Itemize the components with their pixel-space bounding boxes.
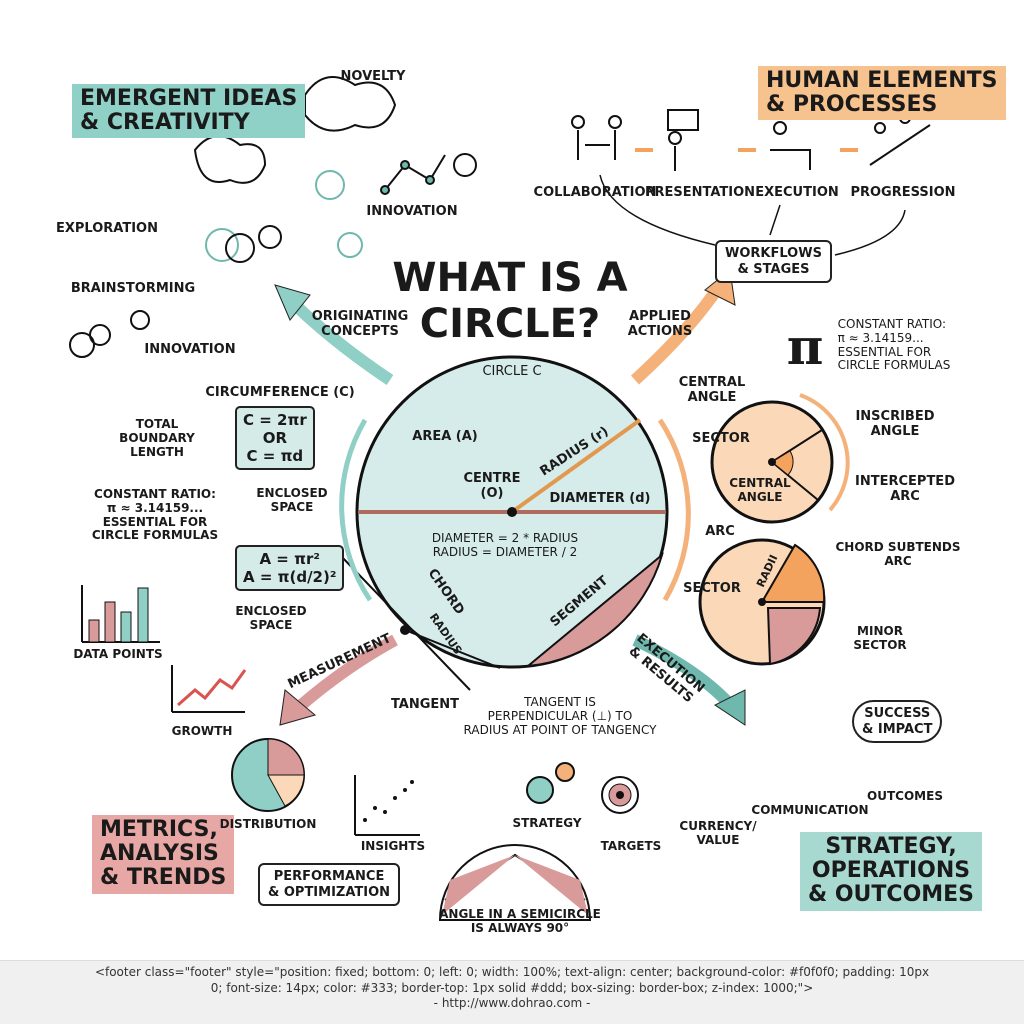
tangent-line xyxy=(339,554,471,691)
label-area: AREA (A) xyxy=(412,429,478,444)
label-collaboration: COLLABORATION xyxy=(533,185,657,200)
label-central-angle: CENTRAL ANGLE xyxy=(678,375,746,405)
label-progression: PROGRESSION xyxy=(850,185,956,200)
label-diameter: DIAMETER (d) xyxy=(549,491,651,506)
label-central-angle-inner: CENTRAL ANGLE xyxy=(729,476,791,504)
label-novelty: NOVELTY xyxy=(340,69,406,84)
label-intercepted-arc: INTERCEPTED ARC xyxy=(855,474,955,504)
radius-line xyxy=(510,418,642,514)
section-strategy: STRATEGY, OPERATIONS & OUTCOMES xyxy=(800,832,983,911)
label-execution: EXECUTION xyxy=(755,185,839,200)
section-emergent-ideas: EMERGENT IDEAS & CREATIVITY xyxy=(72,84,306,139)
right-constant-ratio: CONSTANT RATIO: π ≈ 3.14159... ESSENTIAL… xyxy=(837,317,951,373)
arrow-label-originating: ORIGINATING CONCEPTS xyxy=(311,309,409,339)
label-circumference: CIRCUMFERENCE (C) xyxy=(205,385,355,400)
label-minor-sector: MINOR SECTOR xyxy=(853,624,907,652)
label-sector: SECTOR xyxy=(692,431,750,446)
label-brainstorming: BRAINSTORMING xyxy=(70,281,196,296)
arrow-label-applied: APPLIED ACTIONS xyxy=(627,309,693,339)
diameter-formula: DIAMETER = 2 * RADIUS RADIUS = DIAMETER … xyxy=(431,531,579,559)
label-targets: TARGETS xyxy=(600,839,662,853)
performance-box: PERFORMANCE & OPTIMIZATION xyxy=(258,863,401,907)
label-exploration: EXPLORATION xyxy=(55,221,159,236)
tangent-note: TANGENT IS PERPENDICULAR (⊥) TO RADIUS A… xyxy=(463,695,657,737)
page-title: WHAT IS A CIRCLE? xyxy=(392,255,628,347)
left-constant-ratio: CONSTANT RATIO: π ≈ 3.14159... ESSENTIAL… xyxy=(91,487,219,543)
workflows-box: WORKFLOWS & STAGES xyxy=(715,240,832,284)
label-growth: GROWTH xyxy=(171,724,233,738)
centre-point xyxy=(507,507,517,517)
area-formula-box: A = πr² A = π(d/2)² xyxy=(235,545,345,591)
circumference-formula-box: C = 2πr OR C = πd xyxy=(235,406,315,470)
label-total-boundary: TOTAL BOUNDARY LENGTH xyxy=(119,417,195,459)
section-human-elements: HUMAN ELEMENTS & PROCESSES xyxy=(758,66,1006,121)
label-enclosed-space: ENCLOSED SPACE xyxy=(256,486,328,514)
label-arc: ARC xyxy=(705,524,735,539)
circle-name: CIRCLE C xyxy=(482,364,542,379)
footer-code: <footer class="footer" style="position: … xyxy=(94,965,930,995)
label-chord-subtends: CHORD SUBTENDS ARC xyxy=(835,540,961,568)
footer: <footer class="footer" style="position: … xyxy=(0,960,1024,1024)
footer-link[interactable]: - http://www.dohrao.com - xyxy=(433,996,591,1011)
label-strategy: STRATEGY xyxy=(512,816,582,830)
label-currency-value: CURRENCY/ VALUE xyxy=(679,819,757,847)
label-enclosed-space-2: ENCLOSED SPACE xyxy=(235,604,307,632)
label-innovation-2: INNOVATION xyxy=(144,342,236,357)
label-inscribed-angle: INSCRIBED ANGLE xyxy=(855,409,935,439)
label-tangent: TANGENT xyxy=(390,697,460,712)
label-distribution: DISTRIBUTION xyxy=(219,817,317,831)
label-communication: COMMUNICATION xyxy=(751,803,869,817)
success-bubble: SUCCESS & IMPACT xyxy=(852,700,943,744)
label-sector-2: SECTOR xyxy=(683,581,741,596)
label-centre: CENTRE (O) xyxy=(463,471,521,501)
label-data-points: DATA POINTS xyxy=(73,647,163,661)
label-presentation: PRESENTATION xyxy=(644,185,756,200)
segment-shape xyxy=(524,552,664,668)
label-innovation: INNOVATION xyxy=(366,204,458,219)
label-insights: INSIGHTS xyxy=(360,839,426,853)
label-outcomes: OUTCOMES xyxy=(867,789,943,803)
pi-symbol: π xyxy=(786,317,824,376)
section-metrics: METRICS, ANALYSIS & TRENDS xyxy=(92,815,235,894)
chord-line xyxy=(404,629,501,669)
semicircle-note: ANGLE IN A SEMICIRCLE IS ALWAYS 90° xyxy=(439,907,601,935)
